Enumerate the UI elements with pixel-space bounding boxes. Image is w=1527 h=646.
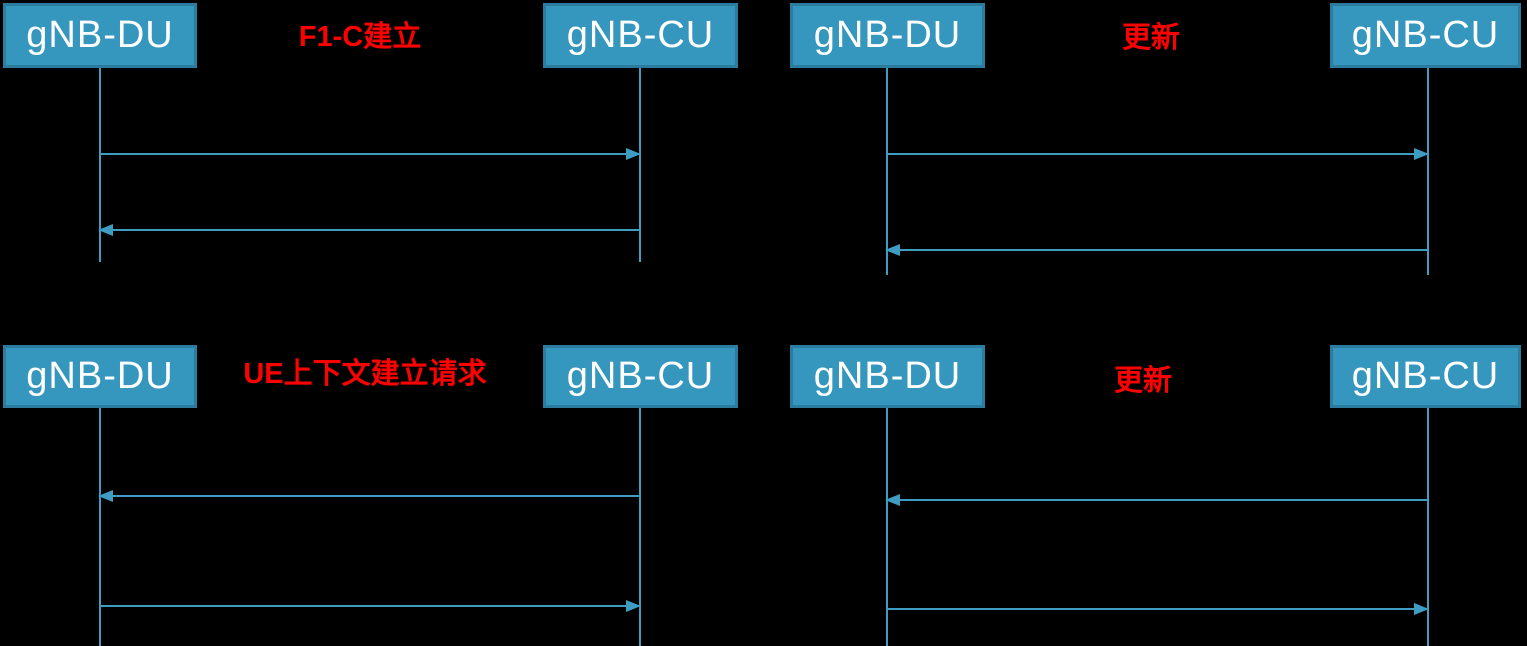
arrowhead-right-icon [1414,148,1429,160]
panel-title: 更新 [1121,22,1180,54]
lifeline-gnb-cu [639,68,641,262]
actor-label-gnb-du: gNB-DU [26,355,174,397]
lifeline-gnb-cu [639,408,641,646]
lifeline-gnb-cu [1427,408,1429,646]
lifeline-gnb-du [886,68,888,275]
lifeline-gnb-du [99,408,101,646]
message-arrow-du-to-cu [100,148,641,160]
arrowhead-right-icon [626,148,641,160]
panel-title: 更新 [1113,365,1172,397]
message-arrow-du-to-cu [887,148,1429,160]
panel-title: F1-C建立 [298,21,422,53]
actor-label-gnb-du: gNB-DU [26,14,174,56]
actor-box-gnb-du: gNB-DU [3,345,197,408]
message-arrow-cu-to-du [98,490,639,502]
actor-label-gnb-cu: gNB-CU [566,355,715,397]
actor-box-gnb-cu: gNB-CU [543,345,738,408]
lifeline-gnb-cu [1427,68,1429,275]
arrowhead-right-icon [626,600,641,612]
actor-box-gnb-du: gNB-DU [790,3,985,68]
actor-label-gnb-du: gNB-DU [813,355,962,397]
arrowhead-left-icon [885,244,900,256]
message-arrow-du-to-cu [887,603,1429,615]
actor-label-gnb-du: gNB-DU [813,14,962,56]
actor-box-gnb-du: gNB-DU [3,3,197,68]
arrowhead-left-icon [98,224,113,236]
arrowhead-left-icon [98,490,113,502]
actor-box-gnb-cu: gNB-CU [543,3,738,68]
lifeline-gnb-du [886,408,888,646]
actor-box-gnb-cu: gNB-CU [1330,3,1521,68]
actor-label-gnb-cu: gNB-CU [566,14,715,56]
arrowhead-right-icon [1414,603,1429,615]
lifeline-gnb-du [99,68,101,262]
actor-label-gnb-cu: gNB-CU [1351,355,1500,397]
message-arrow-cu-to-du [885,244,1427,256]
arrowhead-left-icon [885,494,900,506]
actor-box-gnb-du: gNB-DU [790,345,985,408]
message-arrow-cu-to-du [98,224,639,236]
panel-title: UE上下文建立请求 [243,358,487,390]
message-arrow-du-to-cu [100,600,641,612]
actor-box-gnb-cu: gNB-CU [1330,345,1521,408]
actor-label-gnb-cu: gNB-CU [1351,14,1500,56]
message-arrow-cu-to-du [885,494,1427,506]
